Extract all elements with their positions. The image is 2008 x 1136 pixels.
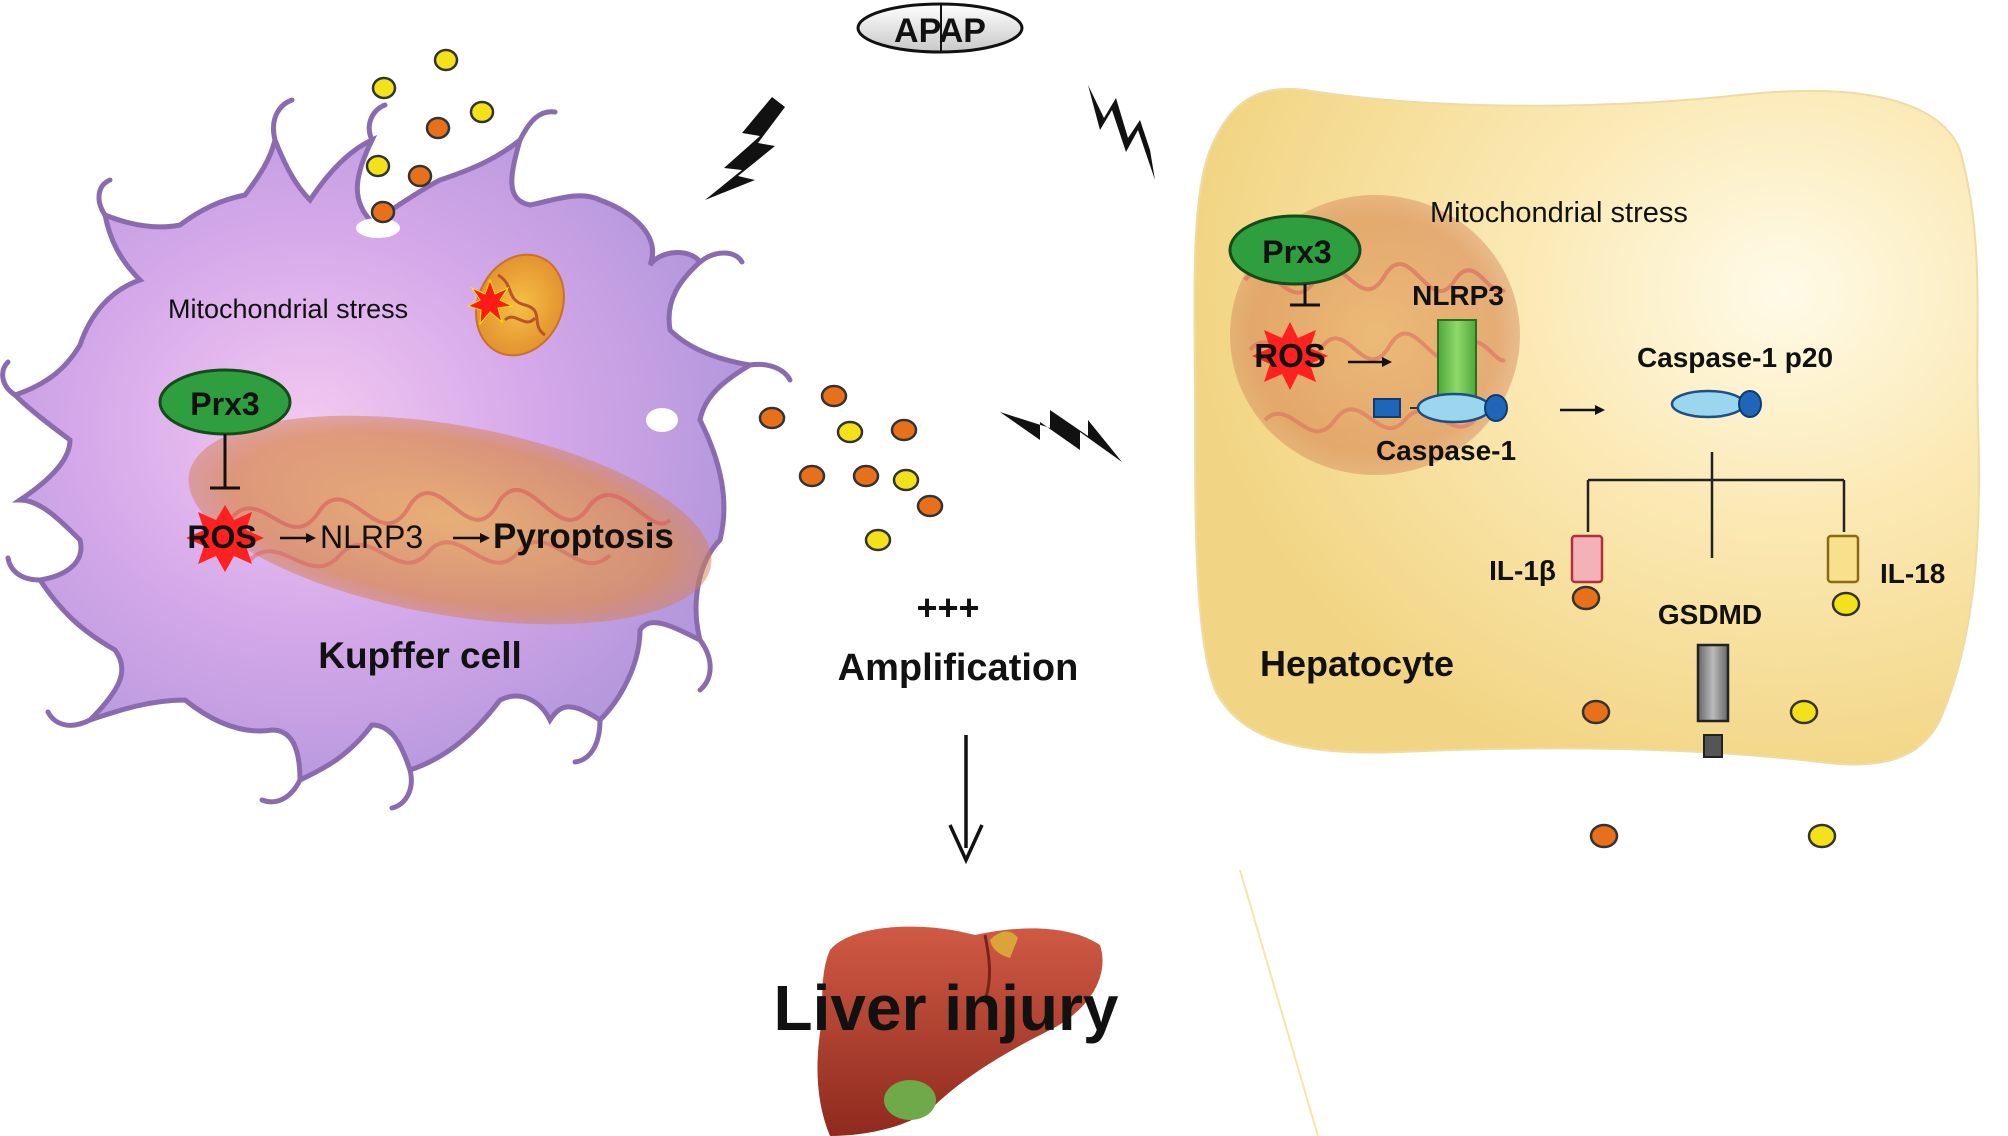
kupffer-stress-starburst-icon [466,278,514,326]
orange-particle [758,406,786,430]
orange-particle [852,464,880,488]
yellow-particle [1831,591,1861,617]
liver-icon [817,926,1103,1136]
lightning-bolt-icon [705,97,785,200]
yellow-particle [365,154,391,178]
yellow-particle [1789,699,1819,725]
hepatocyte-caspase1-label: Caspase-1 [1376,435,1516,466]
lightning-bolt-icon [1088,85,1155,180]
liver-injury-label: Liver injury [774,972,1119,1044]
kupffer-ros-label: ROS [187,519,256,555]
caspase1-p20-oval [1670,389,1746,419]
il18-pro-bar [1826,534,1860,584]
orange-particle [1571,585,1601,611]
orange-particle [916,494,944,518]
hepatocyte-cell: Mitochondrial stress Prx3 ROS NLRP3 Casp… [1193,87,1981,766]
il1b-pro-bar [1570,534,1604,584]
caspase1-p20-label: Caspase-1 p20 [1637,342,1833,373]
kupffer-cell-label: Kupffer cell [318,635,522,676]
kupffer-released-particles [365,48,495,224]
lightning-bolt-icon [1000,410,1122,462]
hepatocyte-stress-label: Mitochondrial stress [1430,197,1688,229]
hepatocyte-ros-label: ROS [1254,337,1326,374]
down-arrow-icon [948,824,984,865]
yellow-particle [892,468,920,492]
il18-label: IL-18 [1880,558,1945,589]
orange-particle [1589,823,1619,849]
hepatocyte-ros-starburst-icon [1252,322,1328,390]
kupffer-prx3-label: Prx3 [190,386,259,422]
orange-particle [407,164,433,188]
gsdmd-pore-bar [1696,643,1730,723]
caspase1-oval [1416,392,1492,424]
kupffer-ros-starburst-icon [186,505,264,572]
kupffer-pyroptosis-label: Pyroptosis [493,517,674,556]
kupffer-small-mitochondrion [475,253,565,357]
hepatocyte-cell-label: Hepatocyte [1260,643,1454,684]
orange-particle [1581,699,1611,725]
caspase1-cap [1484,394,1508,422]
kupffer-stress-label: Mitochondrial stress [168,294,408,324]
orange-particle [820,384,848,408]
caspase1-p20-cap [1738,390,1762,418]
amplification-label: Amplification [838,647,1079,689]
yellow-particle [371,76,397,100]
gsdmd-label: GSDMD [1658,599,1762,630]
orange-particle [370,200,396,224]
il1b-label: IL-1β [1489,555,1556,586]
apap-label: APAP [894,12,986,50]
gsdmd-pore-stem [1703,734,1723,758]
kupffer-pseudopods [0,97,793,811]
yellow-particle [469,100,495,124]
amplification-plus-label: +++ [916,587,979,628]
yellow-particle [836,420,864,444]
kupffer-mitochondrion [188,415,712,625]
orange-particle [890,418,918,442]
hepatocyte-nlrp3-label: NLRP3 [1412,280,1504,311]
hepatocyte-prx3-oval [1228,214,1362,286]
yellow-particle [1807,823,1837,849]
kupffer-nlrp3-label: NLRP3 [320,519,423,555]
nlrp3-bar [1437,319,1477,399]
yellow-particle [433,48,459,72]
amplification-particles [758,384,944,552]
kupffer-cell: Mitochondrial stress Prx3 ROS NLRP3 Pyro… [0,97,793,811]
hepatocyte-prx3-label: Prx3 [1262,234,1331,270]
yellow-particle [864,528,892,552]
orange-particle [798,464,826,488]
apap-trigger: APAP [856,2,1024,54]
caspase1-prodomain [1373,398,1401,418]
cleavage-branches [1586,452,1846,558]
orange-particle [425,116,451,140]
